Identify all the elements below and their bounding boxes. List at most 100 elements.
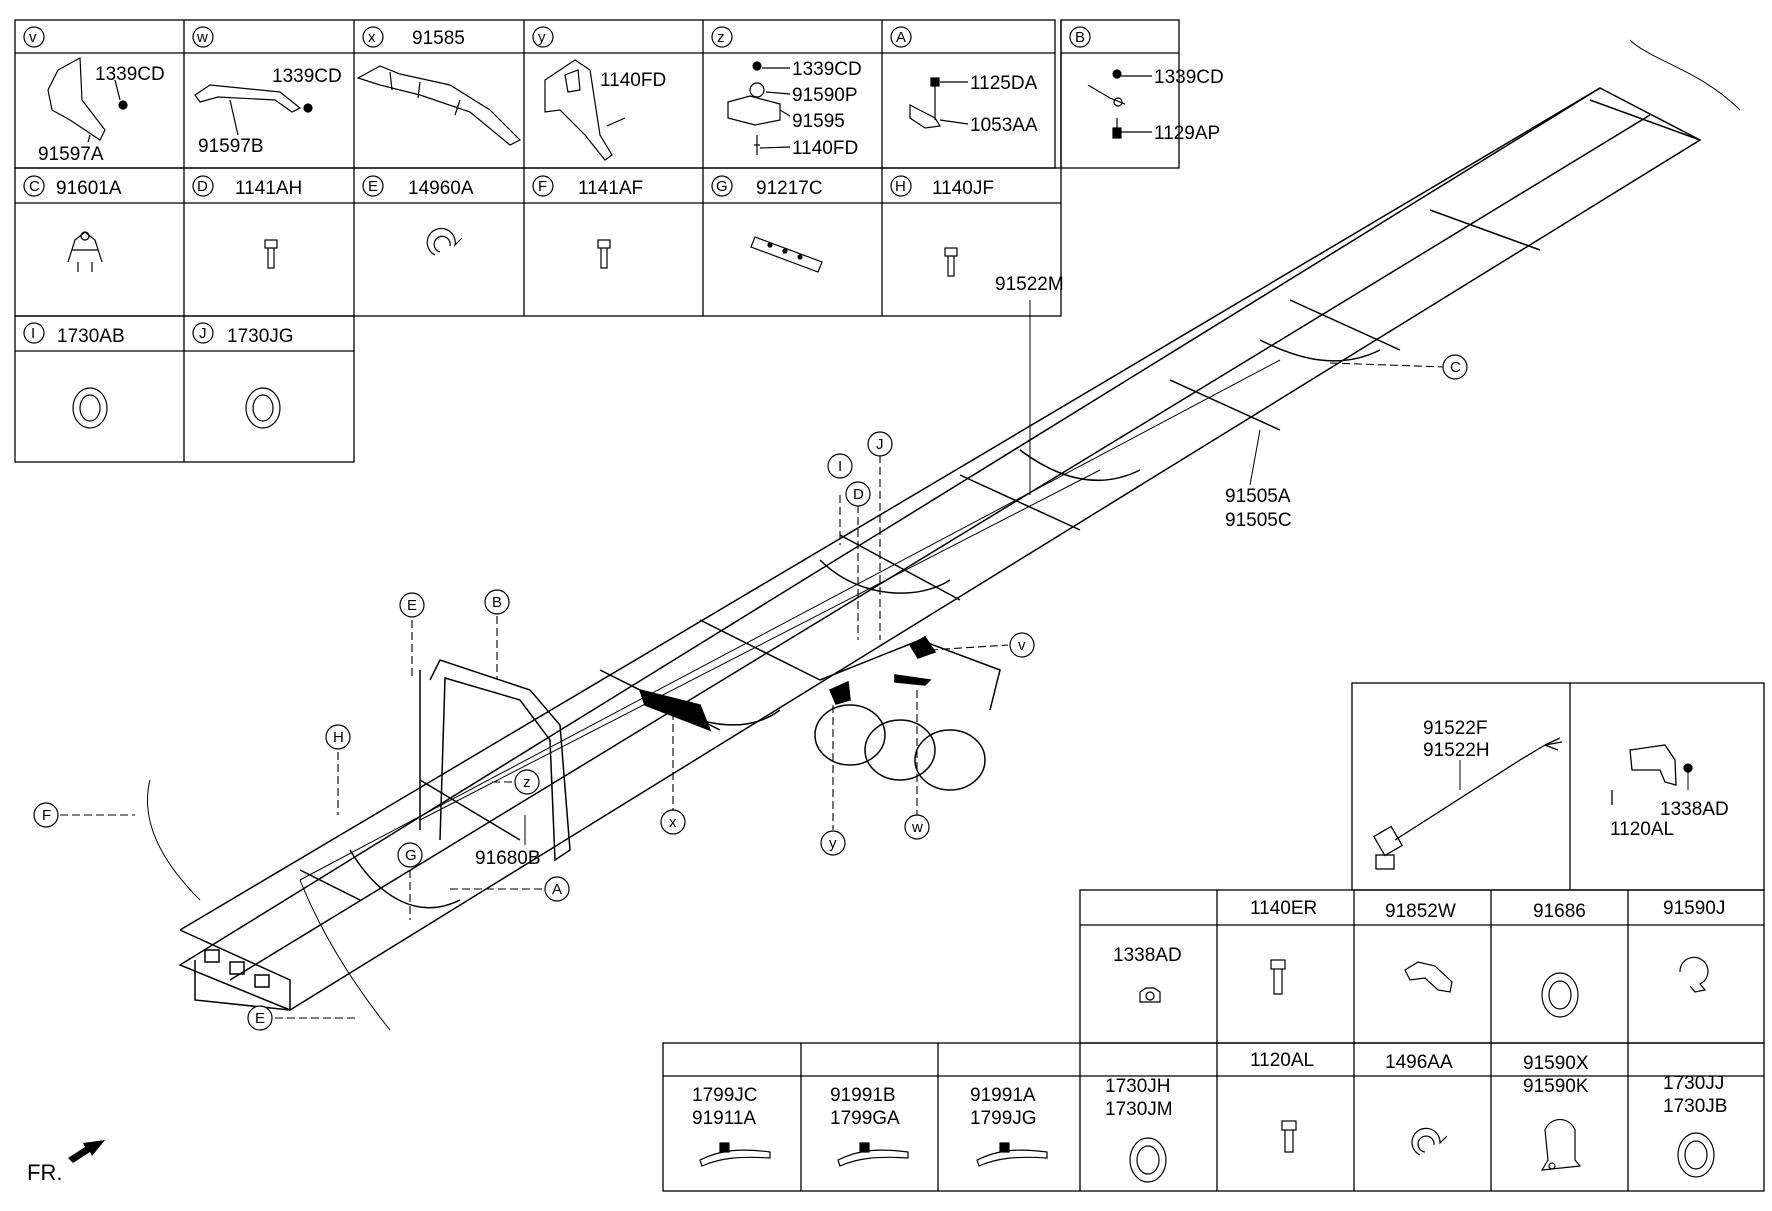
header-1140er: 1140ER — [1250, 898, 1317, 919]
clip-91590j-icon — [1679, 956, 1709, 993]
panel-x-title: 91585 — [412, 28, 465, 49]
label-1799ga: 1799GA — [830, 1108, 900, 1129]
label-91522m: 91522M — [995, 274, 1064, 295]
label-91590x: 91590X — [1523, 1053, 1589, 1074]
plate-91217c-icon — [750, 236, 823, 273]
frame-callout-C: C — [1450, 359, 1461, 376]
cable-tie-91991a-icon — [976, 1149, 1048, 1167]
label-1339cd-z: 1339CD — [792, 59, 862, 80]
bottom-grid — [662, 889, 1765, 1192]
grommet-1730jj-icon — [1677, 1132, 1715, 1178]
panel-C-title: 91601A — [56, 178, 122, 199]
panel-I-title: 1730AB — [57, 326, 125, 347]
bolt-1140jf-icon — [944, 247, 958, 257]
label-1140fd-z: 1140FD — [792, 138, 858, 159]
grommet-1730ab-icon — [72, 387, 108, 429]
frame-callout-x: x — [669, 814, 677, 831]
panel-D-title: 1141AH — [235, 178, 302, 199]
label-91991b: 91991B — [830, 1085, 896, 1106]
panel-D-letter: D — [197, 178, 208, 195]
header-91852w: 91852W — [1385, 901, 1456, 922]
bracket-y-icon — [544, 59, 613, 161]
grommet-91686-icon — [1541, 972, 1579, 1018]
frame-callout-D: D — [853, 486, 864, 503]
panel-E-title: 14960A — [408, 178, 474, 199]
frame-callout-E-top: E — [407, 597, 417, 614]
label-1799jg: 1799JG — [970, 1108, 1037, 1129]
callout-x-circle — [362, 26, 384, 48]
label-91680b: 91680B — [475, 848, 541, 869]
frame-callout-w: w — [911, 819, 923, 836]
leader-lines — [60, 362, 1446, 1019]
panel-E-letter: E — [368, 178, 378, 195]
clip-14960a-icon — [426, 227, 463, 256]
bottom-grid-row1-text: 1338AD 1140ER 91852W 91686 91590J — [1113, 898, 1725, 966]
panel-A-letter: A — [896, 29, 906, 46]
row3-parts — [72, 387, 281, 429]
callout-y-circle — [532, 26, 554, 48]
cable-tie-91991b-icon — [837, 1149, 909, 1167]
row2-parts — [67, 227, 958, 277]
frame-callouts — [33, 354, 1468, 1031]
chassis-frame — [146, 39, 1741, 1031]
panel-v-letter: v — [29, 29, 37, 46]
label-91597a: 91597A — [38, 144, 104, 165]
bolt-1140er-icon — [1270, 959, 1286, 970]
label-91505c: 91505C — [1225, 510, 1292, 531]
label-1730jb: 1730JB — [1663, 1096, 1727, 1117]
label-1125da: 1125DA — [970, 73, 1038, 94]
row1-labels: 1339CD 91597A 1339CD 91597B 1140FD 1339C… — [38, 59, 1224, 165]
label-1140fd-y: 1140FD — [600, 70, 666, 91]
clip-1496aa-icon — [1411, 1127, 1448, 1156]
frame-callout-F: F — [42, 807, 51, 824]
right-box-labels: 91522F 91522H 1338AD 1120AL — [1423, 718, 1729, 840]
bottom-grid-row2-text: 1799JC 91911A 91991B 1799GA 91991A 1799J… — [692, 1050, 1727, 1129]
label-91590k: 91590K — [1523, 1076, 1589, 1097]
frame-callout-E-bottom: E — [255, 1010, 265, 1027]
bracket-1053aa-icon — [909, 104, 942, 129]
frame-callout-z: z — [523, 774, 531, 791]
clip-91590x-icon — [1540, 1118, 1582, 1171]
header-1120al: 1120AL — [1250, 1050, 1314, 1071]
frame-callout-A: A — [552, 881, 562, 898]
cable-tie-1799jc-icon — [699, 1149, 771, 1167]
frame-callout-letters: C I J D E B v H z F G A x y w E — [42, 359, 1461, 1027]
label-91991a: 91991A — [970, 1085, 1036, 1106]
label-1730jh: 1730JH — [1105, 1076, 1171, 1097]
bottom-grid-row1-parts — [1139, 956, 1709, 1018]
front-label: FR. — [27, 1160, 62, 1185]
label-1339cd-v: 1339CD — [95, 64, 165, 85]
grommet-1730jg-icon — [245, 387, 281, 429]
front-arrow-icon — [68, 1140, 105, 1163]
cable-91522-icon — [1394, 744, 1546, 841]
panel-w-letter: w — [196, 29, 208, 46]
front-direction-indicator: FR. — [27, 1140, 105, 1185]
row1-parts — [47, 57, 1152, 161]
panel-B-letter: B — [1075, 29, 1085, 46]
bracket-91595-icon — [727, 95, 781, 126]
label-91595: 91595 — [792, 111, 845, 132]
panel-x-letter: x — [368, 29, 376, 46]
label-1120al-box: 1120AL — [1610, 819, 1674, 840]
bracket-91597a-icon — [47, 57, 106, 141]
label-1338ad-grid: 1338AD — [1113, 945, 1182, 966]
panel-G-title: 91217C — [756, 178, 823, 199]
panel-y-letter: y — [538, 29, 546, 46]
row3-headers: I 1730AB J 1730JG — [23, 322, 294, 347]
panel-C-letter: C — [29, 178, 40, 195]
ground-wire-icon — [1087, 84, 1126, 105]
panel-I-letter: I — [31, 325, 35, 342]
label-1730jj: 1730JJ — [1663, 1073, 1724, 1094]
frame-callout-v: v — [1018, 637, 1026, 654]
callout-z-circle — [711, 26, 733, 48]
clamp-91852w-icon — [1404, 961, 1453, 993]
label-91522f: 91522F — [1423, 718, 1487, 739]
label-91597b: 91597B — [198, 136, 264, 157]
frame-callout-B: B — [492, 594, 502, 611]
frame-callout-I: I — [838, 458, 842, 475]
callout-v-circle — [23, 26, 45, 48]
harness-91585-icon — [356, 65, 522, 146]
bracket-91597b-icon — [194, 84, 302, 113]
panel-J-title: 1730JG — [227, 326, 294, 347]
